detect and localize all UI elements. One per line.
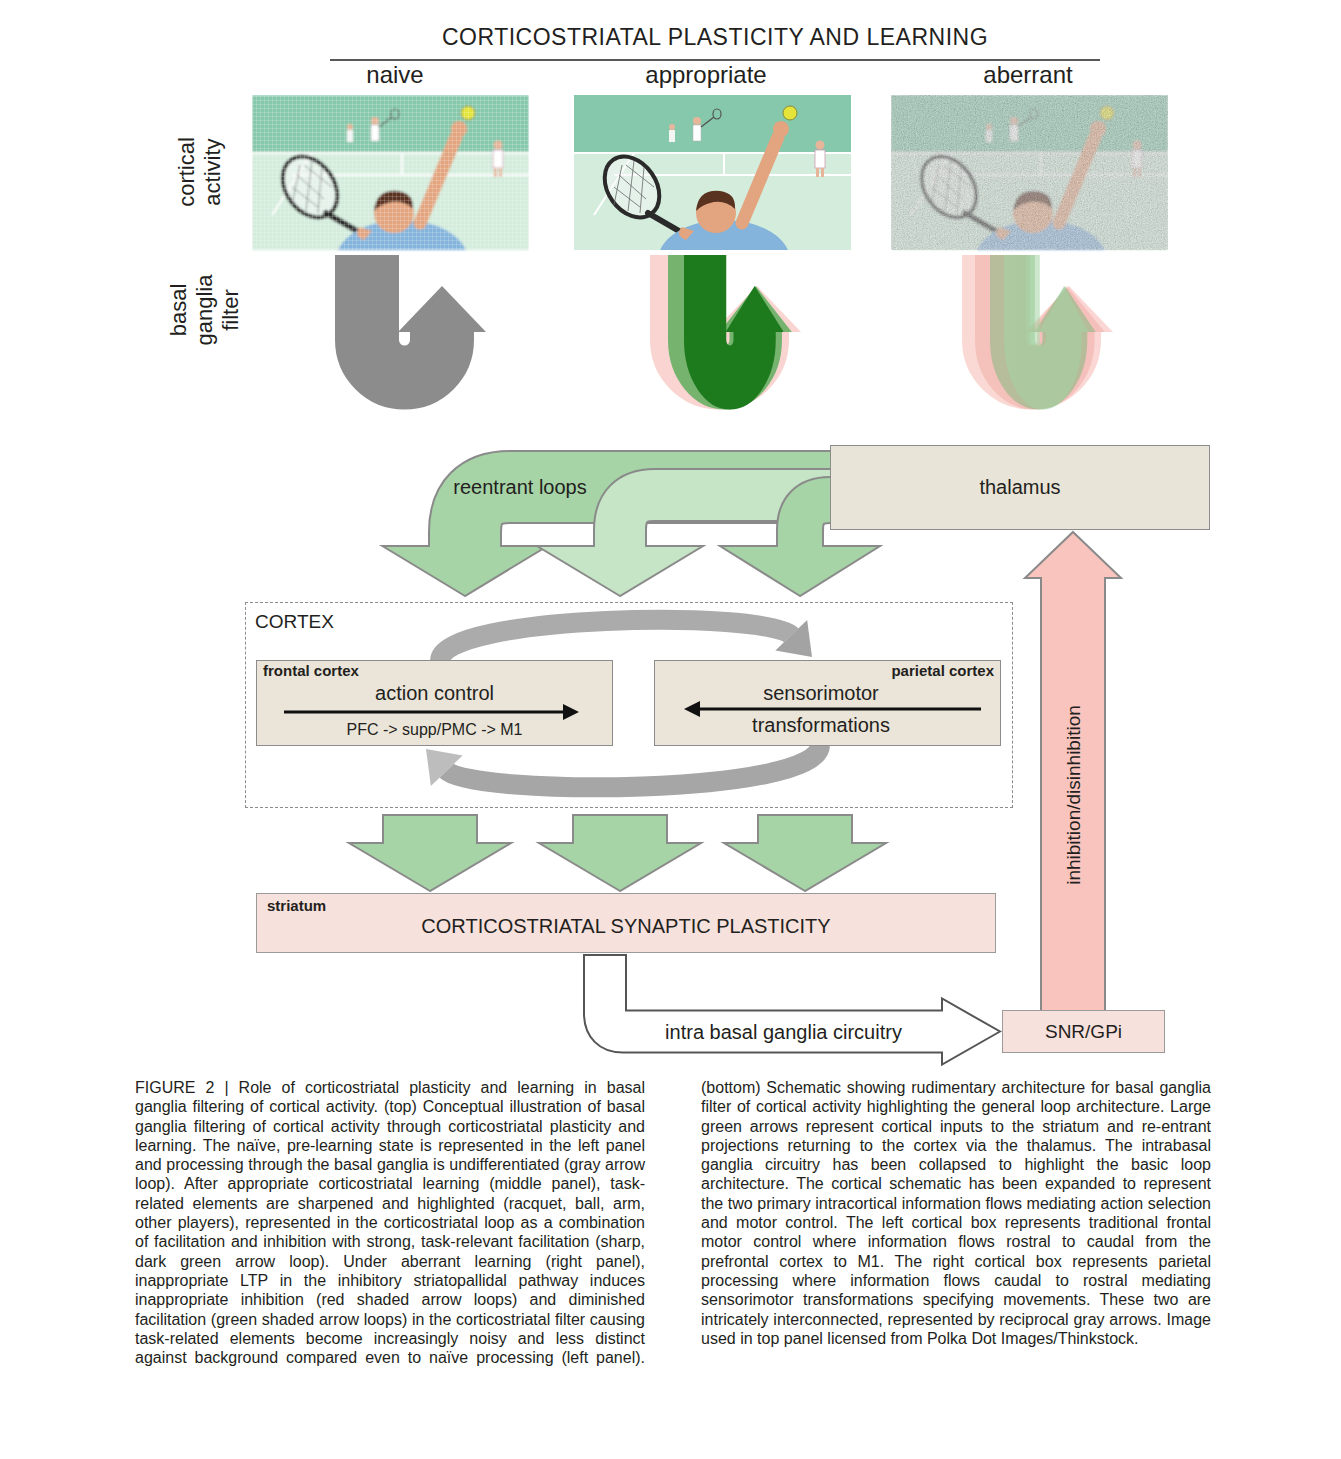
appropriate-filter-loop [682, 255, 801, 378]
axis-label: cortical activity [174, 117, 226, 227]
node-text: sensorimotor transformations [721, 677, 921, 741]
node-text: parietal cortex [891, 662, 994, 680]
region-box: thalamus [830, 445, 1210, 530]
edge-label: inhibition/disinhibition [1062, 703, 1085, 887]
node-text: CORTEX [255, 611, 334, 633]
connector [440, 620, 812, 661]
axis-label: basal ganglia filter [166, 265, 244, 355]
node-text: striatum [267, 897, 326, 915]
aberrant-filter-loop [994, 255, 1113, 378]
node-text: action control [257, 681, 612, 705]
node-text: SNR/GPi [1003, 1020, 1164, 1043]
cortex-box: parietal cortexsensorimotor transformati… [654, 660, 1001, 746]
panel-label: appropriate [606, 61, 806, 90]
panel-label: aberrant [928, 61, 1128, 90]
cortex-box: frontal cortexaction controlPFC -> supp/… [256, 660, 613, 746]
title-rule [330, 59, 1100, 61]
connector [383, 487, 881, 596]
node-text: frontal cortex [263, 662, 359, 680]
node-text: PFC -> supp/PMC -> M1 [257, 720, 612, 740]
naive-filter-loop [367, 255, 486, 378]
cortex-region: CORTEX frontal cortexaction controlPFC ->… [245, 602, 1013, 808]
figure-caption: FIGURE 2 | Role of corticostriatal plast… [135, 1078, 1211, 1367]
node-text: thalamus [831, 475, 1209, 499]
panel-label: naive [295, 61, 495, 90]
output-nucleus-box: SNR/GPi [1002, 1010, 1165, 1053]
figure-title: CORTICOSTRIATAL PLASTICITY AND LEARNING [90, 24, 1340, 52]
edge-label: reentrant loops [450, 475, 589, 499]
connector [1025, 532, 1121, 1011]
edge-label: intra basal ganglia circuitry [663, 1020, 904, 1044]
connector [349, 814, 886, 891]
connector [605, 954, 1000, 1065]
connector [426, 745, 820, 787]
node-text: CORTICOSTRIATAL SYNAPTIC PLASTICITY [257, 914, 995, 938]
striatum-box: striatumCORTICOSTRIATAL SYNAPTIC PLASTIC… [256, 893, 996, 953]
